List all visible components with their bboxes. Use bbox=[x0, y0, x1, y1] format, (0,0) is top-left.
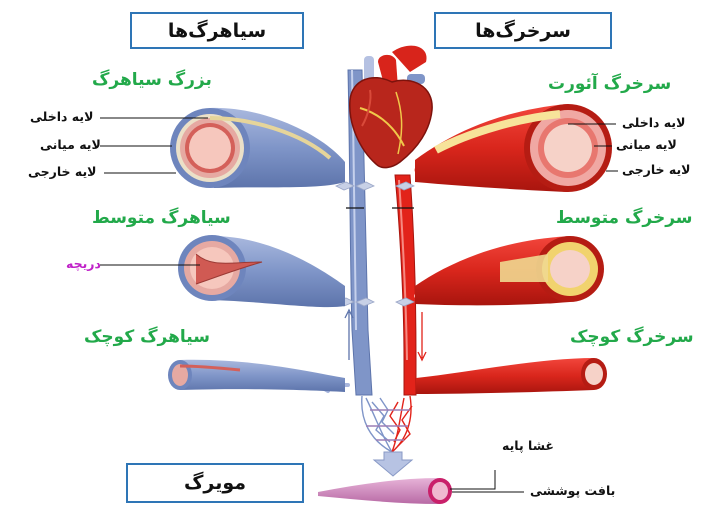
small-artery-title: سرخرگ کوچک bbox=[570, 327, 694, 347]
capillary-arrow bbox=[374, 452, 412, 476]
vein-middle-layer-label: لایه میانی bbox=[40, 137, 101, 152]
medium-vein-title: سیاهرگ متوسط bbox=[92, 208, 231, 228]
aorta-title: سرخرگ آئورت bbox=[548, 74, 671, 94]
capillary-network bbox=[362, 396, 412, 452]
small-vein-title: سیاهرگ کوچک bbox=[84, 327, 210, 347]
capillary-tube bbox=[318, 478, 452, 504]
veins-header: سیاهرگ‌ها bbox=[130, 12, 304, 49]
vein-outer-layer-label: لایه خارجی bbox=[28, 164, 97, 179]
vein-inner-layer-label: لایه داخلی bbox=[30, 109, 93, 124]
basement-membrane-label: غشا پایه bbox=[502, 438, 554, 453]
capillary-header: مویرگ bbox=[126, 463, 304, 503]
aorta-artery bbox=[415, 104, 612, 192]
medium-vein bbox=[178, 235, 345, 307]
medium-artery bbox=[415, 236, 604, 305]
large-vein bbox=[170, 108, 345, 188]
artery-inner-layer-label: لایه داخلی bbox=[622, 115, 685, 130]
small-vein bbox=[168, 360, 345, 392]
valve-label: دریچه bbox=[66, 256, 101, 271]
large-vein-title: بزرگ سیاهرگ bbox=[92, 70, 212, 90]
medium-artery-title: سرخرگ متوسط bbox=[556, 208, 693, 228]
arteries-header: سرخرگ‌ها bbox=[434, 12, 612, 49]
artery-middle-layer-label: لایه میانی bbox=[616, 137, 677, 152]
flow-arrows bbox=[318, 162, 446, 391]
artery-outer-layer-label: لایه خارجی bbox=[622, 162, 691, 177]
epithelium-label: بافت پوششی bbox=[530, 483, 615, 498]
small-artery bbox=[416, 358, 607, 394]
